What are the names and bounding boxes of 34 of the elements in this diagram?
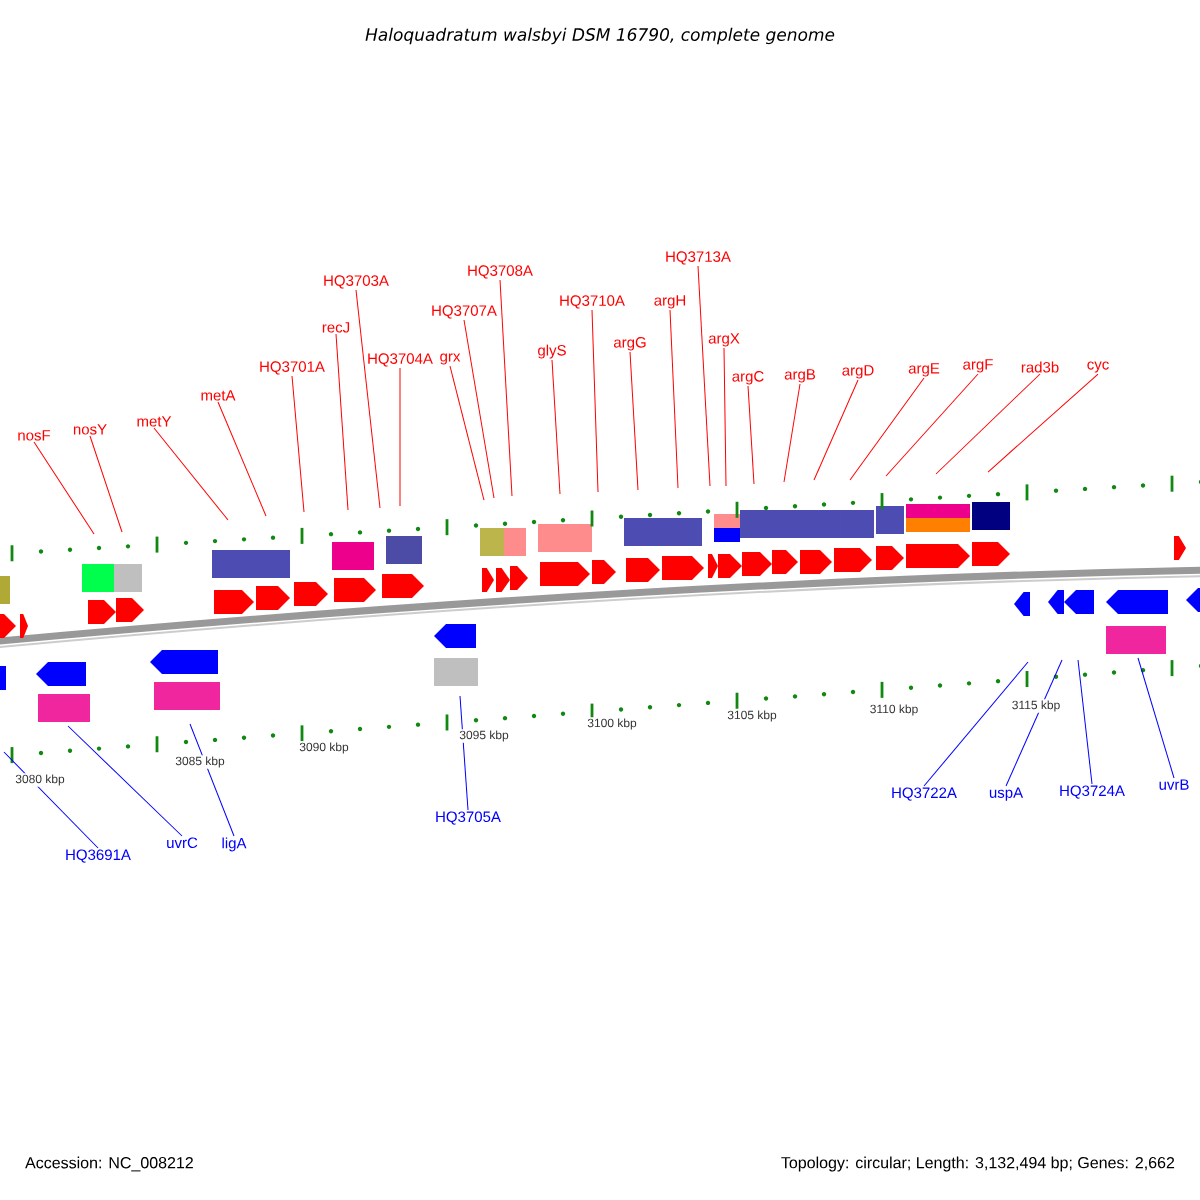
leader-line: [849, 377, 925, 481]
leader-line: [463, 319, 495, 499]
leader-line: [783, 383, 801, 483]
leader-line: [291, 375, 305, 513]
leader-line: [217, 401, 267, 517]
leader-line: [33, 441, 95, 535]
title: Haloquadratum walsbyi DSM 16790, complete genome: [365, 27, 835, 45]
leader-line: [697, 265, 711, 487]
leader-line: [335, 333, 349, 511]
leader-line: [1005, 659, 1063, 787]
leader-line: [355, 289, 381, 509]
leader-line: [1137, 657, 1175, 779]
leader-line: [987, 373, 1099, 473]
leader-line: [669, 309, 679, 489]
leader-line: [459, 695, 469, 811]
leader-line: [499, 279, 513, 497]
leader-line: [399, 367, 401, 507]
leader-line: [189, 723, 235, 837]
leader-line: [449, 365, 485, 501]
leader-line: [935, 373, 1041, 475]
leader-line: [1077, 659, 1093, 785]
genome-info-text: Topology: circular; Length: 3,132,494 bp; Genes: 2,662: [781, 1156, 1175, 1172]
leader-line: [885, 373, 979, 477]
leader-line: [747, 385, 755, 485]
leader-line: [629, 351, 639, 491]
leader-line: [723, 347, 727, 487]
leader-line: [153, 427, 229, 521]
leader-line: [89, 435, 123, 533]
leader-line: [67, 725, 183, 837]
accession-text: Accession: NC_008212: [25, 1156, 193, 1172]
leader-line: [551, 359, 561, 495]
leader-line: [813, 379, 859, 481]
leader-line: [923, 661, 1029, 787]
leader-line: [591, 309, 599, 493]
